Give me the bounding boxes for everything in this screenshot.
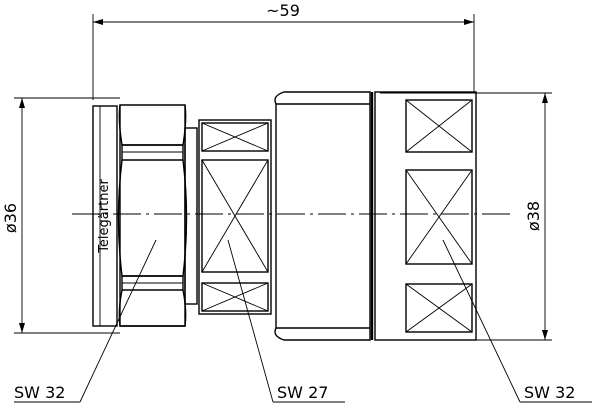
left-diameter-label: ø36 [1, 203, 20, 233]
overall-length-dimension: ~59 [92, 1, 475, 100]
right-hex-nut [374, 91, 477, 341]
leader-left [14, 239, 157, 403]
wrench-size-left: SW 32 [14, 383, 65, 402]
wrench-size-middle: SW 27 [277, 383, 328, 402]
left-neck [184, 127, 198, 305]
leader-middle [227, 239, 345, 403]
overall-length-label: ~59 [266, 1, 300, 20]
leader-right [442, 239, 592, 403]
brand-text: Telegärtner [97, 179, 112, 254]
right-diameter-label: ø38 [524, 201, 543, 231]
middle-hex-nut [198, 119, 272, 315]
left-diameter-dimension: ø36 [1, 97, 120, 334]
right-body [274, 91, 374, 341]
left-flange [92, 105, 118, 327]
left-hex-nut [117, 104, 188, 327]
wrench-size-right: SW 32 [524, 383, 575, 402]
